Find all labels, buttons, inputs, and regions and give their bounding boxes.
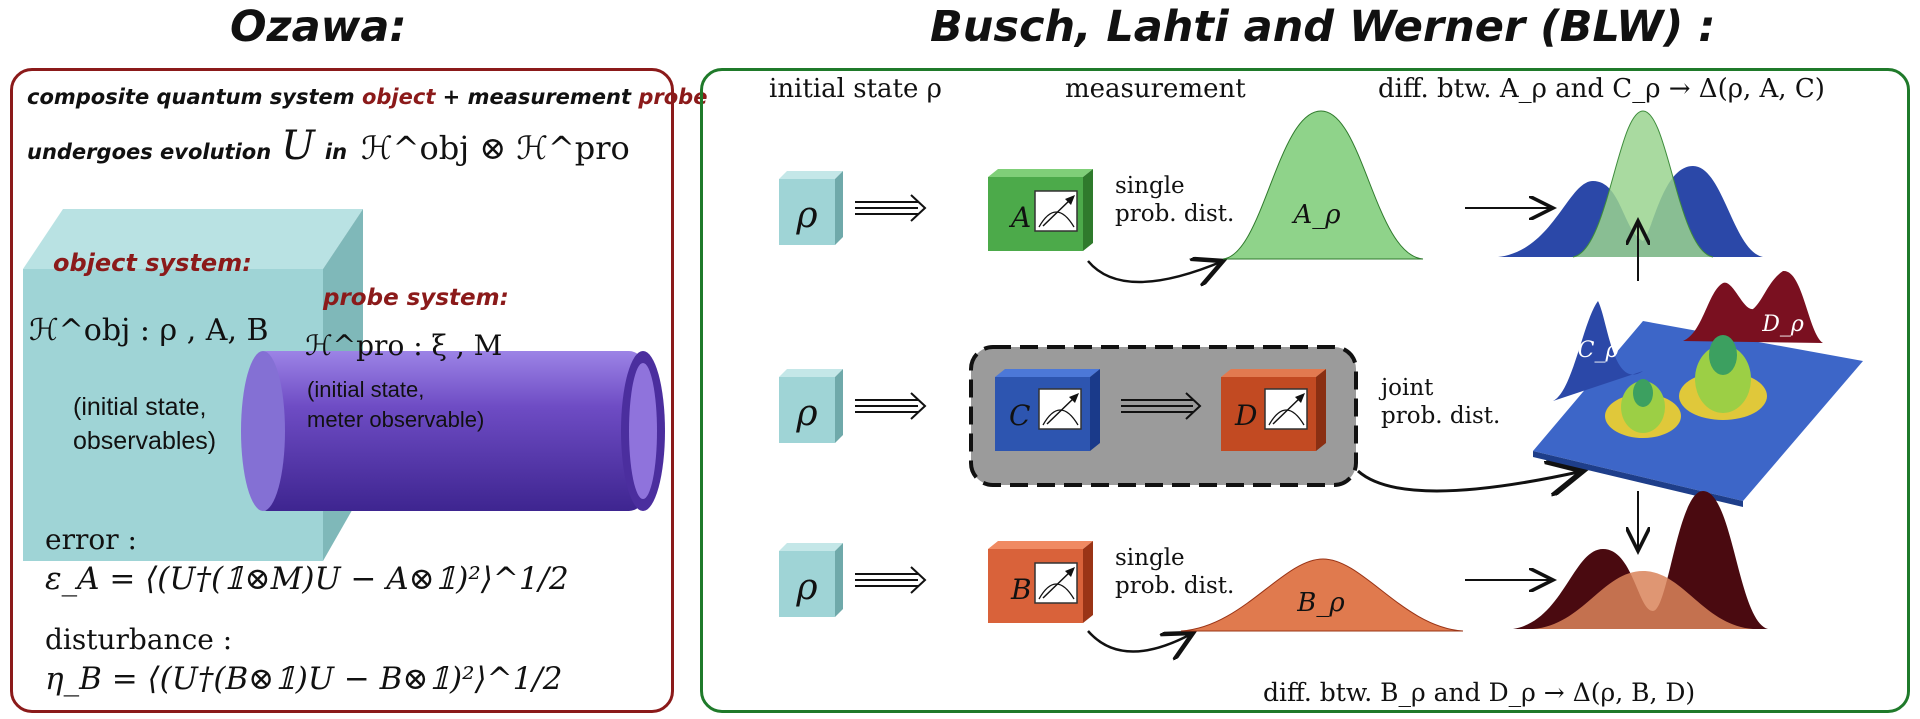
cube-top bbox=[23, 209, 363, 269]
svg-text:single: single bbox=[1115, 173, 1185, 199]
blw-diagram: initial state ρ measurement diff. btw. A… bbox=[769, 74, 1863, 707]
head-initial-state: initial state ρ bbox=[769, 74, 942, 104]
probe-space: ℋ^pro : ξ , M bbox=[305, 329, 503, 362]
svg-text:D: D bbox=[1234, 399, 1257, 432]
diff-bottom-darkred bbox=[1513, 491, 1768, 629]
probe-note-1: (initial state, bbox=[307, 377, 425, 402]
object-system-title: object system: bbox=[53, 249, 252, 277]
head-diff-top: diff. btw. A_ρ and C_ρ → Δ(ρ, A, C) bbox=[1378, 74, 1825, 104]
object-space: ℋ^obj : ρ , A, B bbox=[29, 313, 269, 348]
svg-text:prob. dist.: prob. dist. bbox=[1115, 573, 1234, 599]
rho-cube-joint bbox=[779, 377, 835, 443]
svg-text:single: single bbox=[1115, 545, 1185, 571]
arrow-box-to-dist-a bbox=[1087, 261, 1223, 282]
marginal-c bbox=[1553, 301, 1643, 401]
blw-panel: initial state ρ measurement diff. btw. A… bbox=[700, 68, 1910, 713]
svg-text:A: A bbox=[1008, 201, 1031, 234]
rho-label-a: ρ bbox=[795, 195, 817, 236]
head-measurement: measurement bbox=[1065, 74, 1246, 104]
head-diff-bottom: diff. btw. B_ρ and D_ρ → Δ(ρ, B, D) bbox=[1263, 678, 1695, 707]
dist-b-curve bbox=[1180, 558, 1464, 632]
probe-note-2: meter observable) bbox=[307, 407, 485, 432]
rho-cube-b bbox=[779, 551, 835, 617]
dist-a-curve bbox=[1222, 110, 1424, 260]
ozawa-line-2: undergoes evolution U in ℋ^obj ⊗ ℋ^pro bbox=[27, 123, 630, 169]
diff-top-blue bbox=[1498, 166, 1763, 257]
svg-text:B_ρ: B_ρ bbox=[1296, 588, 1345, 618]
error-label: error : bbox=[45, 523, 137, 556]
svg-text:joint: joint bbox=[1378, 375, 1434, 401]
row-joint: ρ C D joint bbox=[779, 221, 1863, 551]
svg-text:prob. dist.: prob. dist. bbox=[1115, 201, 1234, 227]
object-probe-illustration bbox=[23, 209, 665, 561]
error-formula: ε_A = ⟨(U†(𝟙⊗M)U − A⊗𝟙)²⟩^1/2 bbox=[45, 561, 569, 597]
marginal-d bbox=[1683, 270, 1823, 343]
disturbance-formula: η_B = ⟨(U†(B⊗𝟙)U − B⊗𝟙)²⟩^1/2 bbox=[45, 661, 563, 697]
rho-cube-a bbox=[779, 179, 835, 245]
blw-title: Busch, Lahti and Werner (BLW) : bbox=[930, 2, 1716, 52]
diff-bottom-orange bbox=[1533, 571, 1753, 629]
diff-top-green bbox=[1573, 111, 1713, 257]
svg-text:D_ρ: D_ρ bbox=[1761, 312, 1804, 337]
svg-text:C: C bbox=[1009, 399, 1030, 432]
ozawa-title: Ozawa: bbox=[230, 2, 407, 52]
svg-text:A_ρ: A_ρ bbox=[1291, 200, 1341, 230]
object-note-1: (initial state, bbox=[73, 393, 207, 421]
svg-text:B: B bbox=[1010, 573, 1032, 606]
object-note-2: observables) bbox=[73, 427, 217, 455]
probe-cylinder bbox=[253, 351, 643, 511]
svg-text:ρ: ρ bbox=[795, 393, 817, 434]
svg-text:ρ: ρ bbox=[795, 567, 817, 608]
arrow-joint-to-3d bbox=[1357, 471, 1583, 491]
ozawa-line-1: composite quantum system object + measur… bbox=[27, 85, 708, 109]
row-b: ρ B single prob. dist. B_ρ diff. btw. B_… bbox=[779, 491, 1768, 707]
svg-text:prob. dist.: prob. dist. bbox=[1381, 403, 1500, 429]
arrow-box-to-dist-b bbox=[1087, 630, 1193, 652]
ozawa-panel: composite quantum system object + measur… bbox=[10, 68, 707, 713]
disturbance-label: disturbance : bbox=[45, 623, 233, 656]
row-a: ρ A single prob. dist. A_ρ bbox=[779, 110, 1763, 282]
probe-system-title: probe system: bbox=[323, 285, 509, 311]
svg-text:C_ρ: C_ρ bbox=[1578, 338, 1619, 363]
